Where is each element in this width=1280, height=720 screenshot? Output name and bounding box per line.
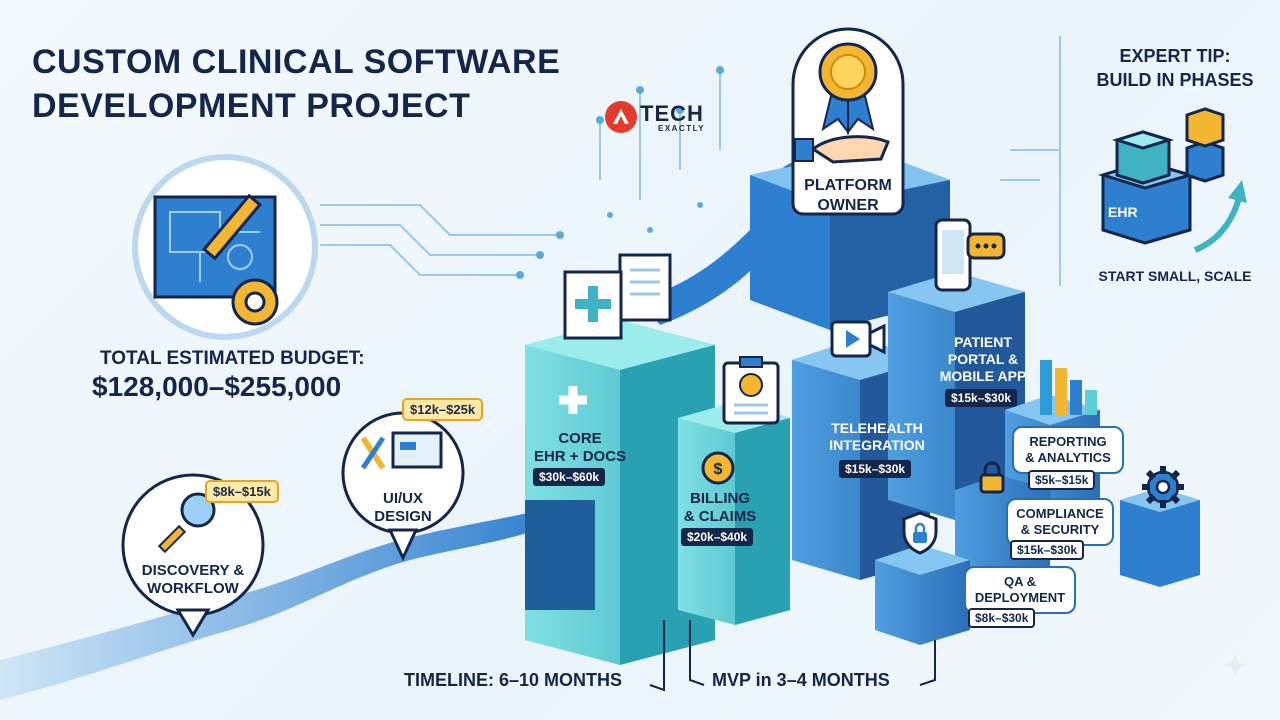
- core-ehr-cost: $30k–$60k: [533, 468, 606, 486]
- svg-text:$: $: [714, 461, 723, 478]
- budget-value: $128,000–$255,000: [92, 371, 342, 402]
- title-line-1: CUSTOM CLINICAL SOFTWARE: [32, 43, 561, 81]
- discovery-label: DISCOVERY & WORKFLOW: [141, 562, 245, 597]
- budget-label: TOTAL ESTIMATED BUDGET:: [100, 348, 365, 369]
- tip-divider: [1059, 36, 1061, 286]
- timeline-label: TIMELINE: 6–10 MONTHS: [404, 670, 623, 690]
- circuit-dots: [516, 66, 724, 279]
- compliance-cost: $15k–$30k: [1010, 540, 1085, 560]
- discovery-cost: $8k–$15k: [205, 480, 279, 503]
- qa-building: [875, 545, 970, 645]
- reporting-label: REPORTING & ANALYTICS: [1012, 426, 1124, 474]
- circuit-lines: [320, 70, 1060, 276]
- documents-icon: [563, 253, 672, 340]
- video-icon: [830, 320, 886, 358]
- logo-name: TECH: [640, 101, 704, 126]
- reporting-cost: $5k–$15k: [1028, 470, 1096, 490]
- platform-owner-label: PLATFORM OWNER: [804, 177, 892, 214]
- blueprint-icon: [132, 154, 318, 340]
- qa-cost: $8k–$30k: [968, 608, 1036, 628]
- telehealth-cost: $15k–$30k: [839, 460, 912, 478]
- tip-title: EXPERT TIP: BUILD IN PHASES: [1096, 46, 1254, 90]
- qa-label: QA & DEPLOYMENT: [964, 566, 1076, 614]
- lock-icon: [979, 461, 1005, 494]
- uiux-cost: $12k–$25k: [402, 398, 484, 421]
- uiux-bubble: [341, 411, 465, 562]
- platform-owner-badge: [791, 27, 905, 216]
- compliance-label: COMPLIANCE & SECURITY: [1006, 498, 1114, 546]
- patient-portal-cost: $15k–$30k: [945, 389, 1018, 407]
- title-line-2: DEVELOPMENT PROJECT: [32, 87, 471, 125]
- phased-blocks-icon: [1097, 107, 1247, 253]
- telehealth-label: TELEHEALTH INTEGRATION: [829, 420, 925, 453]
- patient-portal-label: PATIENT PORTAL & MOBILE APP: [939, 334, 1027, 384]
- logo-sub: EXACTLY: [658, 124, 706, 133]
- uiux-label: UI/UX DESIGN: [374, 490, 432, 525]
- shield-icon: [902, 511, 938, 555]
- page-title: CUSTOM CLINICAL SOFTWARE DEVELOPMENT PRO…: [32, 40, 632, 128]
- medical-cross-icon: [559, 386, 587, 414]
- core-ehr-label: CORE EHR + DOCS: [533, 430, 627, 465]
- tip-subtitle: START SMALL, SCALE: [1098, 268, 1252, 284]
- billing-cost: $20k–$40k: [681, 528, 754, 546]
- bar-chart-icon: [1040, 360, 1097, 415]
- mvp-label: MVP in 3–4 MONTHS: [712, 670, 890, 690]
- clipboard-dollar-icon: [722, 356, 780, 425]
- road: [0, 510, 560, 700]
- tip-block-label: EHR: [1108, 204, 1138, 220]
- logo-icon: [605, 101, 637, 133]
- sparkle-icon: [1222, 652, 1248, 678]
- billing-label: BILLING & CLAIMS: [683, 490, 757, 525]
- mobile-phone-icon: [934, 218, 1006, 292]
- coin-icon: $: [701, 451, 735, 485]
- gear-icon: [1142, 466, 1184, 508]
